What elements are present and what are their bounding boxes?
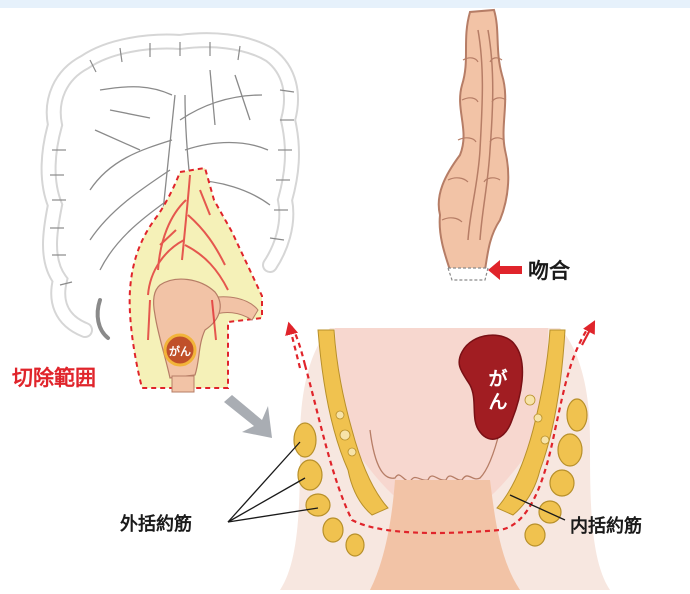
- internal-sphincter-label: 内括約筋: [570, 515, 642, 537]
- red-left-arrow-icon: [488, 260, 522, 280]
- top-band: [0, 0, 690, 8]
- anastomosed-colon: [439, 10, 509, 280]
- anal-canal-diagram: [280, 325, 610, 590]
- resection-range-label: 切除範囲: [12, 366, 96, 390]
- large-tumor-label-line2: ん: [488, 391, 507, 413]
- colon-diagram: [49, 40, 294, 392]
- small-tumor-label: がん: [169, 344, 191, 358]
- large-tumor-label-line1: が: [488, 367, 507, 390]
- gray-chevron-arrow-icon: [224, 395, 272, 438]
- external-sphincter-label: 外括約筋: [120, 513, 192, 535]
- anastomosis-label: 吻合: [528, 259, 571, 283]
